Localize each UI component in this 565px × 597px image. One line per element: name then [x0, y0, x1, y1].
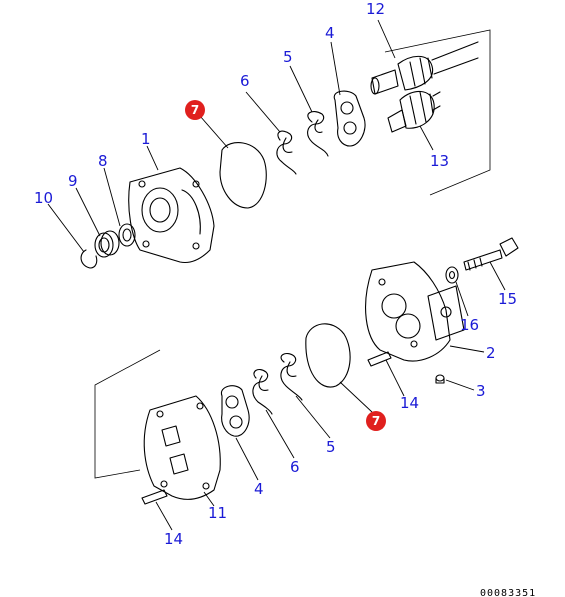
- part-3-plug[interactable]: [435, 374, 445, 384]
- leader-lines: [47, 19, 506, 531]
- label-2: 2: [486, 344, 496, 362]
- label-4-top: 4: [325, 24, 335, 42]
- label-1: 1: [141, 130, 151, 148]
- part-4-bushing-plate-top[interactable]: [333, 90, 366, 147]
- part-14-dowel-pin-upper[interactable]: [367, 351, 392, 367]
- label-6-top: 6: [240, 72, 250, 90]
- part-14-dowel-pin-lower[interactable]: [141, 489, 168, 505]
- part-7-gasket-top[interactable]: [219, 142, 267, 209]
- part-6-backup-ring-top[interactable]: [276, 130, 297, 175]
- label-7-bottom: 7: [372, 414, 380, 428]
- part-11-rear-cover[interactable]: [143, 395, 221, 500]
- part-5-seal-top[interactable]: [307, 111, 329, 157]
- highlight-circle-7-top: [185, 100, 205, 120]
- part-7-gasket-bottom[interactable]: [305, 323, 351, 388]
- label-13: 13: [430, 152, 449, 170]
- part-16-washer[interactable]: [445, 266, 459, 284]
- label-10: 10: [34, 189, 53, 207]
- part-4-bushing-plate-bottom[interactable]: [220, 385, 250, 437]
- label-6-bottom: 6: [290, 458, 300, 476]
- label-15: 15: [498, 290, 517, 308]
- label-3: 3: [476, 382, 486, 400]
- part-12-drive-gear-shaft[interactable]: [370, 41, 479, 95]
- label-7-top: 7: [191, 103, 199, 117]
- drawing-code: 00083351: [480, 588, 536, 597]
- frame-lines: [94, 29, 491, 479]
- part-2-gear-case[interactable]: [365, 261, 465, 362]
- part-6-backup-ring-bottom[interactable]: [252, 369, 273, 415]
- highlight-marker-7-top: 7: [185, 100, 205, 120]
- label-16: 16: [460, 316, 479, 334]
- label-8: 8: [98, 152, 108, 170]
- part-8-oil-seal[interactable]: [118, 223, 136, 247]
- part-9-bearing[interactable]: [94, 230, 120, 258]
- part-10-snap-ring[interactable]: [80, 249, 98, 269]
- highlight-circle-7-bottom: [366, 411, 386, 431]
- label-11: 11: [208, 504, 227, 522]
- label-5-top: 5: [283, 48, 293, 66]
- part-1-front-cover[interactable]: [128, 167, 215, 264]
- label-14-upper: 14: [400, 394, 419, 412]
- label-14-lower: 14: [164, 530, 183, 548]
- part-5-seal-bottom[interactable]: [280, 353, 303, 401]
- label-9: 9: [68, 172, 78, 190]
- label-5-bottom: 5: [326, 438, 336, 456]
- part-13-driven-gear[interactable]: [387, 90, 441, 133]
- label-4-bottom: 4: [254, 480, 264, 498]
- part-15-bolt[interactable]: [463, 237, 519, 271]
- highlight-marker-7-bottom: 7: [366, 411, 386, 431]
- label-12: 12: [366, 0, 385, 18]
